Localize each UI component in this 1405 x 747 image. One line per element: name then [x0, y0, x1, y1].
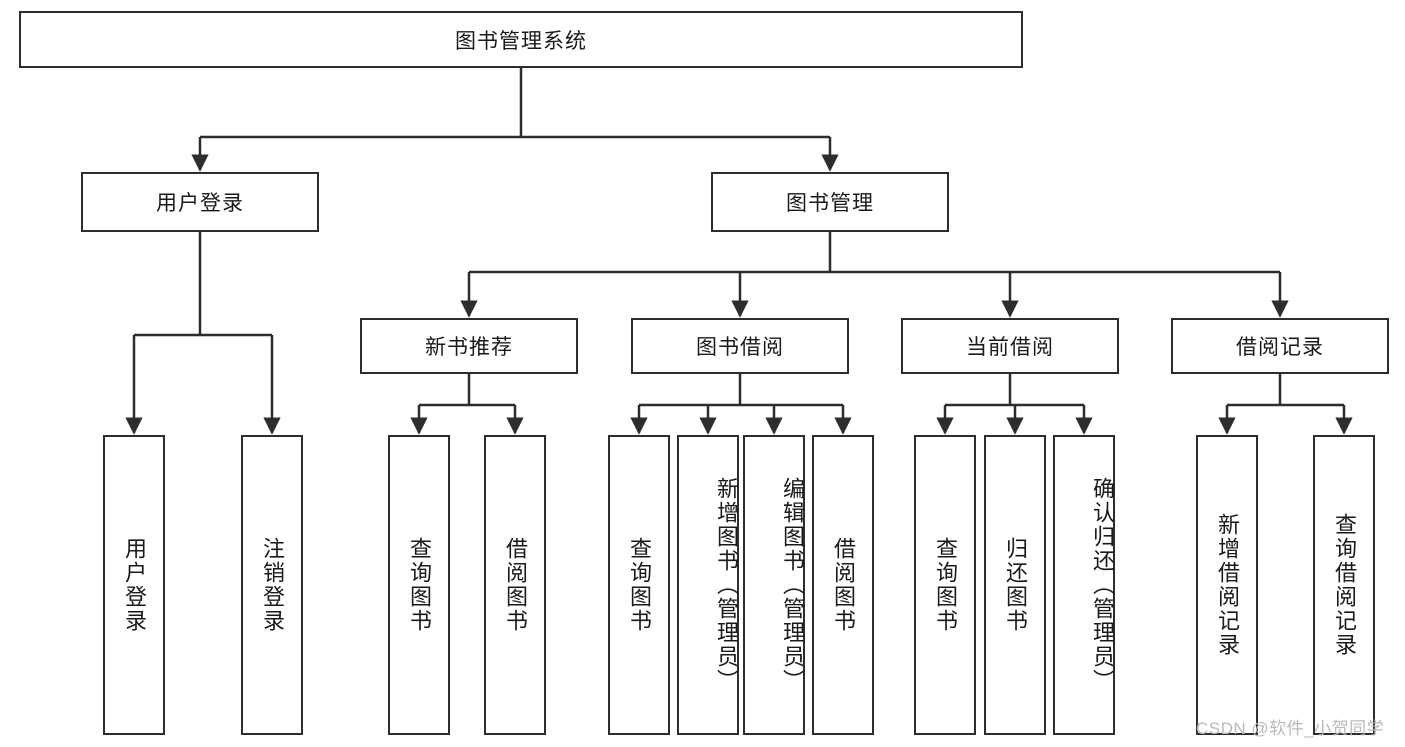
- branch-node[interactable]: 图书借阅: [631, 318, 849, 374]
- node-label: 用户登录: [122, 537, 147, 633]
- leaf-node[interactable]: 查询图书: [914, 435, 976, 735]
- node-label: 图书管理系统: [455, 29, 587, 53]
- node-label: 查询借阅记录: [1332, 513, 1357, 657]
- leaf-node[interactable]: 查询图书: [608, 435, 670, 735]
- leaf-node[interactable]: 查询借阅记录: [1313, 435, 1375, 735]
- node-label: 注销登录: [260, 537, 285, 633]
- node-label: 查询图书: [407, 537, 432, 633]
- node-label: 图书借阅: [696, 336, 784, 359]
- branch-node[interactable]: 图书管理: [711, 172, 949, 232]
- leaf-node[interactable]: 归还图书: [984, 435, 1046, 735]
- branch-node[interactable]: 用户登录: [81, 172, 319, 232]
- node-label: 新书推荐: [425, 336, 513, 359]
- branch-node[interactable]: 新书推荐: [360, 318, 578, 374]
- leaf-node[interactable]: 借阅图书: [812, 435, 874, 735]
- node-label: 查询图书: [627, 537, 652, 633]
- csdn-watermark: CSDN @软件_小贺同学: [1196, 719, 1385, 738]
- branch-node[interactable]: 当前借阅: [901, 318, 1119, 374]
- leaf-node[interactable]: 新增借阅记录: [1196, 435, 1258, 735]
- node-label: 新增借阅记录: [1215, 513, 1240, 657]
- node-label: 用户登录: [156, 192, 244, 215]
- node-label: 查询图书: [933, 537, 958, 633]
- leaf-node[interactable]: 确认归还（管理员）: [1053, 435, 1115, 735]
- node-label: 归还图书: [1003, 537, 1028, 633]
- branch-node[interactable]: 借阅记录: [1171, 318, 1389, 374]
- leaf-node[interactable]: 借阅图书: [484, 435, 546, 735]
- node-label: 借阅记录: [1236, 336, 1324, 359]
- node-label: 确认归还（管理员）: [1090, 477, 1115, 693]
- node-label: 当前借阅: [966, 336, 1054, 359]
- node-label: 图书管理: [786, 192, 874, 215]
- leaf-node[interactable]: 用户登录: [103, 435, 165, 735]
- root-node[interactable]: 图书管理系统: [19, 11, 1023, 68]
- node-label: 借阅图书: [831, 537, 856, 633]
- leaf-node[interactable]: 新增图书（管理员）: [677, 435, 739, 735]
- node-label: 借阅图书: [503, 537, 528, 633]
- leaf-node[interactable]: 编辑图书（管理员）: [743, 435, 805, 735]
- leaf-node[interactable]: 注销登录: [241, 435, 303, 735]
- node-label: 新增图书（管理员）: [714, 477, 739, 693]
- leaf-node[interactable]: 查询图书: [388, 435, 450, 735]
- node-label: 编辑图书（管理员）: [780, 477, 805, 693]
